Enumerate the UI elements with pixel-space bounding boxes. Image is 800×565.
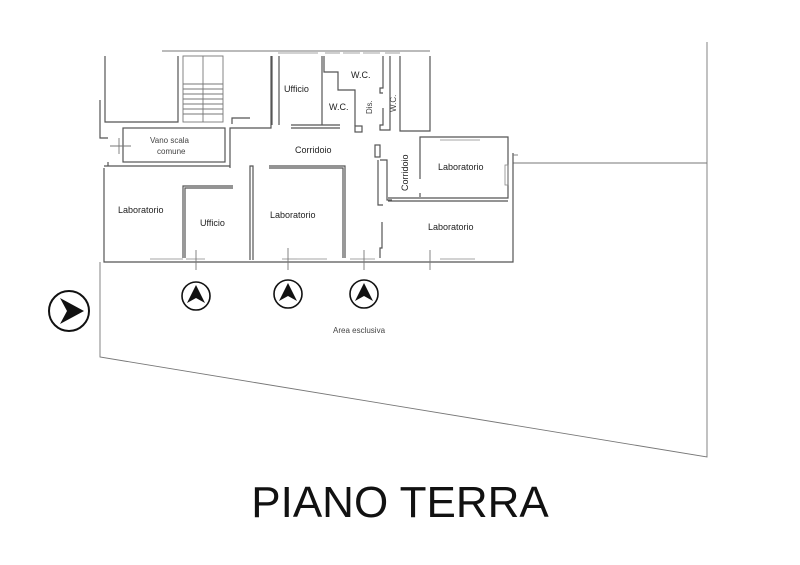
- label-laboratorio-right-top: Laboratorio: [438, 162, 484, 172]
- entrance-marker-2: [273, 279, 303, 309]
- exterior-walls: [99, 50, 518, 270]
- label-comune: comune: [157, 147, 186, 156]
- entrance-marker-1: [181, 281, 211, 311]
- arrow-up-icon: [279, 283, 297, 301]
- label-wc-1: W.C.: [351, 70, 371, 80]
- label-corridoio-main: Corridoio: [295, 145, 332, 155]
- entrance-marker-side: [48, 290, 90, 332]
- label-laboratorio-right-bottom: Laboratorio: [428, 222, 474, 232]
- label-laboratorio-center: Laboratorio: [270, 210, 316, 220]
- arrow-up-icon: [355, 283, 373, 301]
- label-wc-2: W.C.: [329, 102, 349, 112]
- label-dis: Dis.: [365, 100, 374, 114]
- arrow-up-icon: [187, 285, 205, 303]
- label-wc-3: W.C.: [389, 95, 398, 112]
- property-boundary: [99, 42, 708, 458]
- room-labels: Ufficio W.C. W.C. Dis. W.C. Vano scala c…: [118, 70, 484, 335]
- label-area-esclusiva: Area esclusiva: [333, 326, 386, 335]
- entrance-marker-3: [349, 279, 379, 309]
- label-ufficio-mid: Ufficio: [200, 218, 225, 228]
- arrow-right-icon: [60, 298, 84, 324]
- label-corridoio-side: Corridoio: [400, 154, 410, 191]
- floor-title: PIANO TERRA: [251, 478, 549, 527]
- label-ufficio-top: Ufficio: [284, 84, 309, 94]
- label-vano-scala: Vano scala: [150, 136, 190, 145]
- label-laboratorio-left: Laboratorio: [118, 205, 164, 215]
